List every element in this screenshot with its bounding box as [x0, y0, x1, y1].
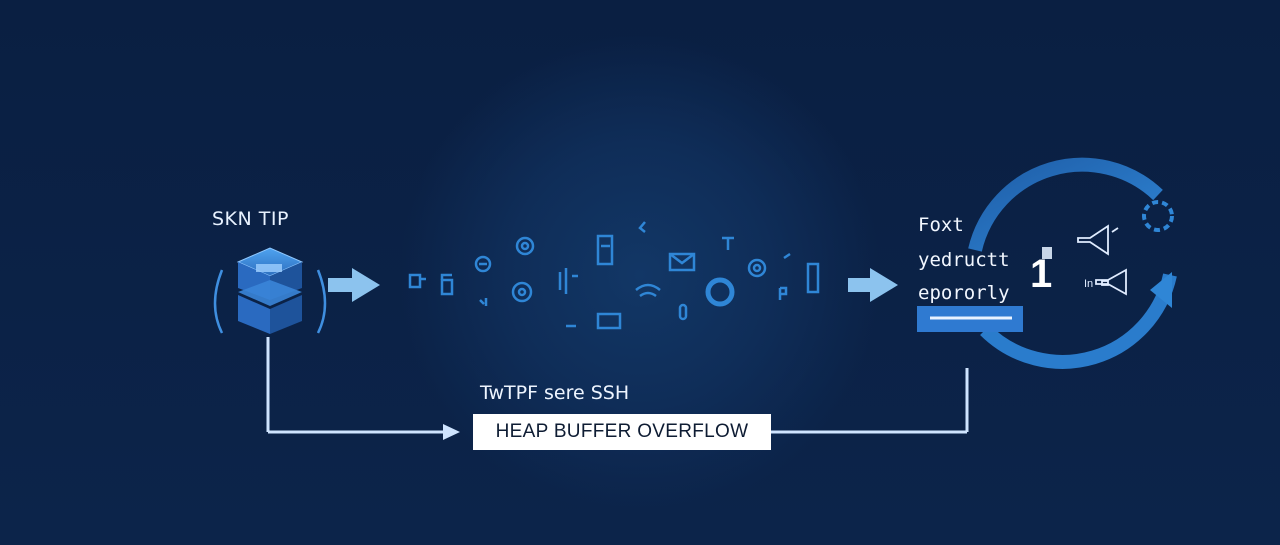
bug-icon [479, 298, 488, 306]
server-label: SKN TIP [212, 208, 289, 230]
dashed-ring-icon [1142, 200, 1174, 232]
result-count: 1 [1030, 252, 1053, 296]
speaker-icon [1077, 224, 1119, 256]
wifi-icon [635, 283, 661, 298]
result-line-2: yedructt [918, 249, 1010, 271]
terminal-icon [806, 262, 820, 294]
text-icon [722, 236, 734, 250]
arrow-to-box [443, 424, 460, 440]
cycle-ring-bottom [980, 273, 1177, 369]
arrow-icon [638, 221, 646, 233]
speaker-icon [1095, 268, 1127, 296]
target-icon [515, 236, 535, 256]
vulnerability-box: HEAP BUFFER OVERFLOW [473, 414, 771, 450]
bug-icon [474, 255, 492, 273]
arrow-right-2 [848, 268, 898, 302]
phone-icon [558, 268, 578, 294]
plug-icon [408, 273, 426, 289]
mail-icon [668, 252, 696, 272]
icon-cluster [408, 221, 820, 330]
arrow-icon [783, 252, 791, 260]
gear-icon [511, 281, 533, 303]
cycle-arrow-head [1150, 272, 1172, 308]
ring-icon [705, 277, 735, 307]
server-icon [236, 247, 304, 334]
server-right-arc [316, 269, 327, 334]
doc-icon [596, 312, 622, 330]
arrow-right-1 [328, 268, 380, 302]
indicator-bar [1042, 247, 1052, 259]
text-icon [778, 286, 788, 300]
result-line-1: Foxt [918, 214, 964, 236]
gear-icon [747, 258, 767, 278]
terminal-icon [596, 234, 614, 266]
mini-label: In [1084, 278, 1094, 290]
lock-icon [440, 273, 454, 296]
pin-icon [678, 303, 688, 321]
server-left-arc [213, 269, 224, 334]
protocol-label: TwTPF sere SSH [480, 382, 630, 404]
result-line-3: epororly [918, 282, 1010, 304]
cycle-ring-top [968, 157, 1163, 252]
